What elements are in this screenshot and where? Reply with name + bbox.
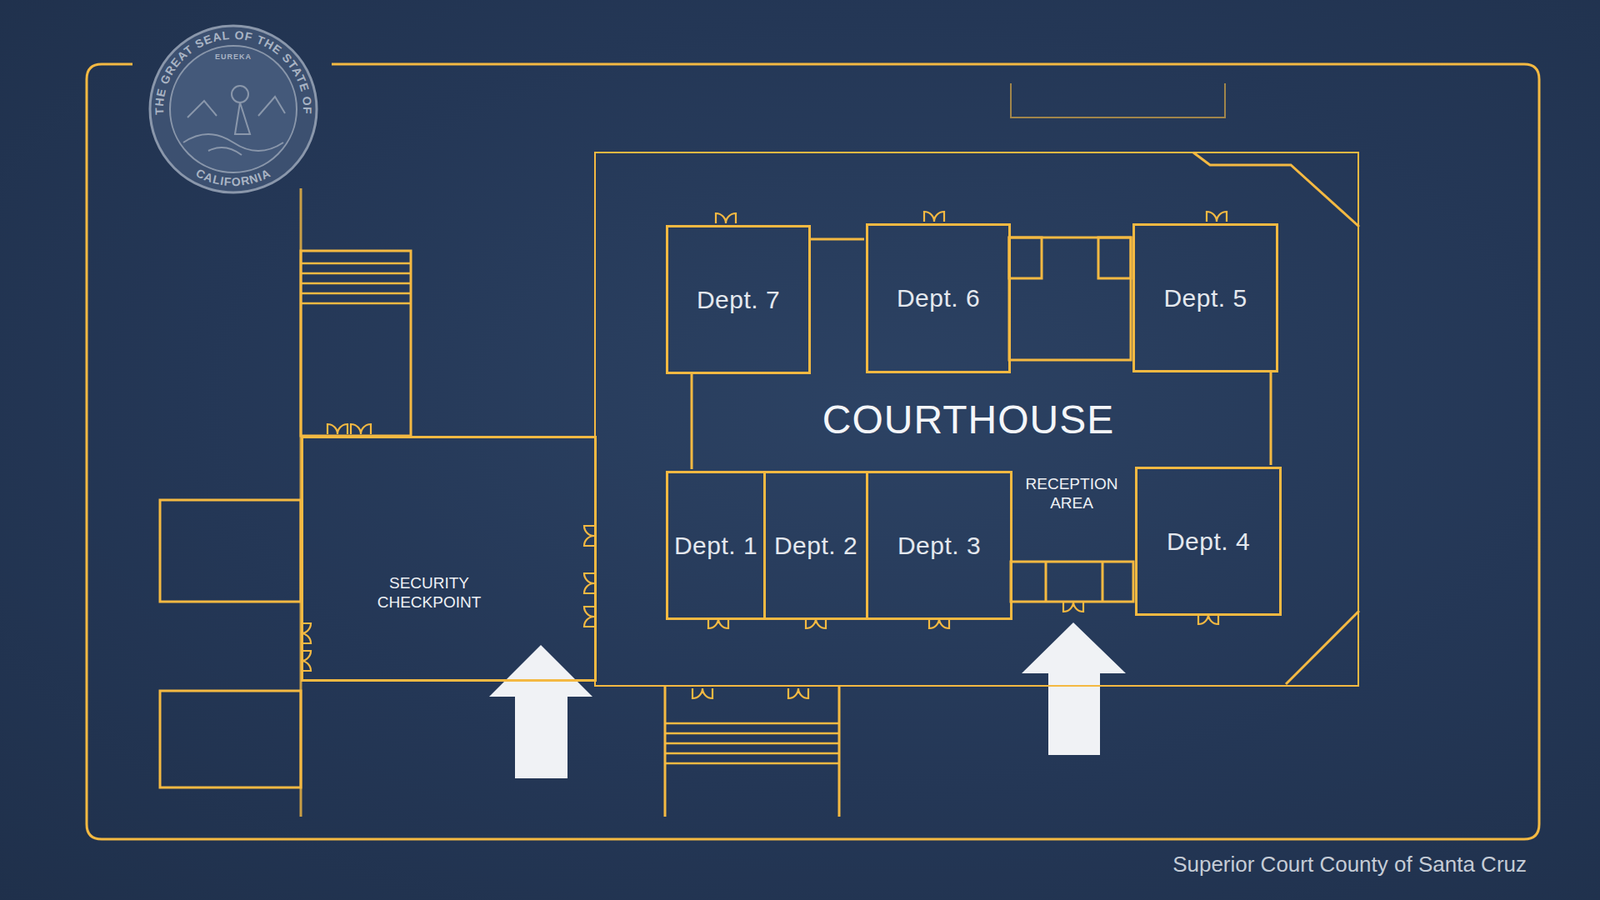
room-name: Dept. 6 xyxy=(896,284,980,313)
small-room xyxy=(1009,237,1042,279)
entrance-arrow xyxy=(1021,622,1126,755)
courtroom-box: Dept. 7 xyxy=(665,225,811,375)
seal-text-path: CALIFORNIA xyxy=(194,165,274,189)
room-name: Dept. 1 xyxy=(674,531,758,560)
small-room xyxy=(1009,237,1131,360)
courtroom-box: Dept. 2 xyxy=(763,470,869,620)
courtroom-box: Dept. 5 xyxy=(1132,223,1279,373)
courtroom-box: Dept. 1 xyxy=(665,470,766,620)
caption: Superior Court County of Santa Cruz xyxy=(1172,851,1527,878)
area-label: RECEPTION AREA xyxy=(1013,475,1130,514)
stair-steps xyxy=(300,263,411,304)
doors xyxy=(300,211,1227,699)
seal-text: EUREKA xyxy=(215,52,252,61)
courtroom-box: Dept. 6 xyxy=(865,223,1011,374)
building-name: COURTHOUSE xyxy=(587,396,1350,443)
seal-text: THE GREAT SEAL OF THE STATE OF xyxy=(152,28,315,115)
top-wall xyxy=(1010,83,1225,118)
side-room xyxy=(160,690,301,788)
room-name: Dept. 4 xyxy=(1166,527,1250,556)
entrance-arrow xyxy=(489,645,593,779)
stair-steps xyxy=(665,723,840,764)
seal-text-path: THE GREAT SEAL OF THE STATE OF xyxy=(152,28,315,115)
room-name: Dept. 5 xyxy=(1163,284,1247,313)
small-room xyxy=(1010,561,1134,602)
courtroom-box: Dept. 4 xyxy=(1135,466,1282,616)
corner-wall xyxy=(1285,610,1360,685)
area-name: SECURITY CHECKPOINT xyxy=(361,574,497,613)
state-seal: THE GREAT SEAL OF THE STATE OFEUREKA CALI… xyxy=(141,17,325,201)
side-room xyxy=(160,500,301,602)
room-name: Dept. 7 xyxy=(696,285,780,315)
corridor-wall xyxy=(809,238,865,241)
stairs xyxy=(665,686,840,817)
room-name: Dept. 3 xyxy=(897,531,981,560)
seal-text: CALIFORNIA xyxy=(194,165,274,189)
courtroom-box: Dept. 3 xyxy=(865,470,1013,620)
room-name: Dept. 2 xyxy=(774,531,858,560)
small-room xyxy=(1045,561,1103,602)
security-area: SECURITY CHECKPOINT xyxy=(300,435,597,682)
stairs xyxy=(300,250,411,436)
small-room xyxy=(1098,237,1131,279)
outer-frame xyxy=(86,64,1540,840)
courthouse-outline: COURTHOUSEDept. 7Dept. 6Dept. 5Dept. 1De… xyxy=(594,151,1360,687)
corner-wall xyxy=(1193,152,1360,227)
